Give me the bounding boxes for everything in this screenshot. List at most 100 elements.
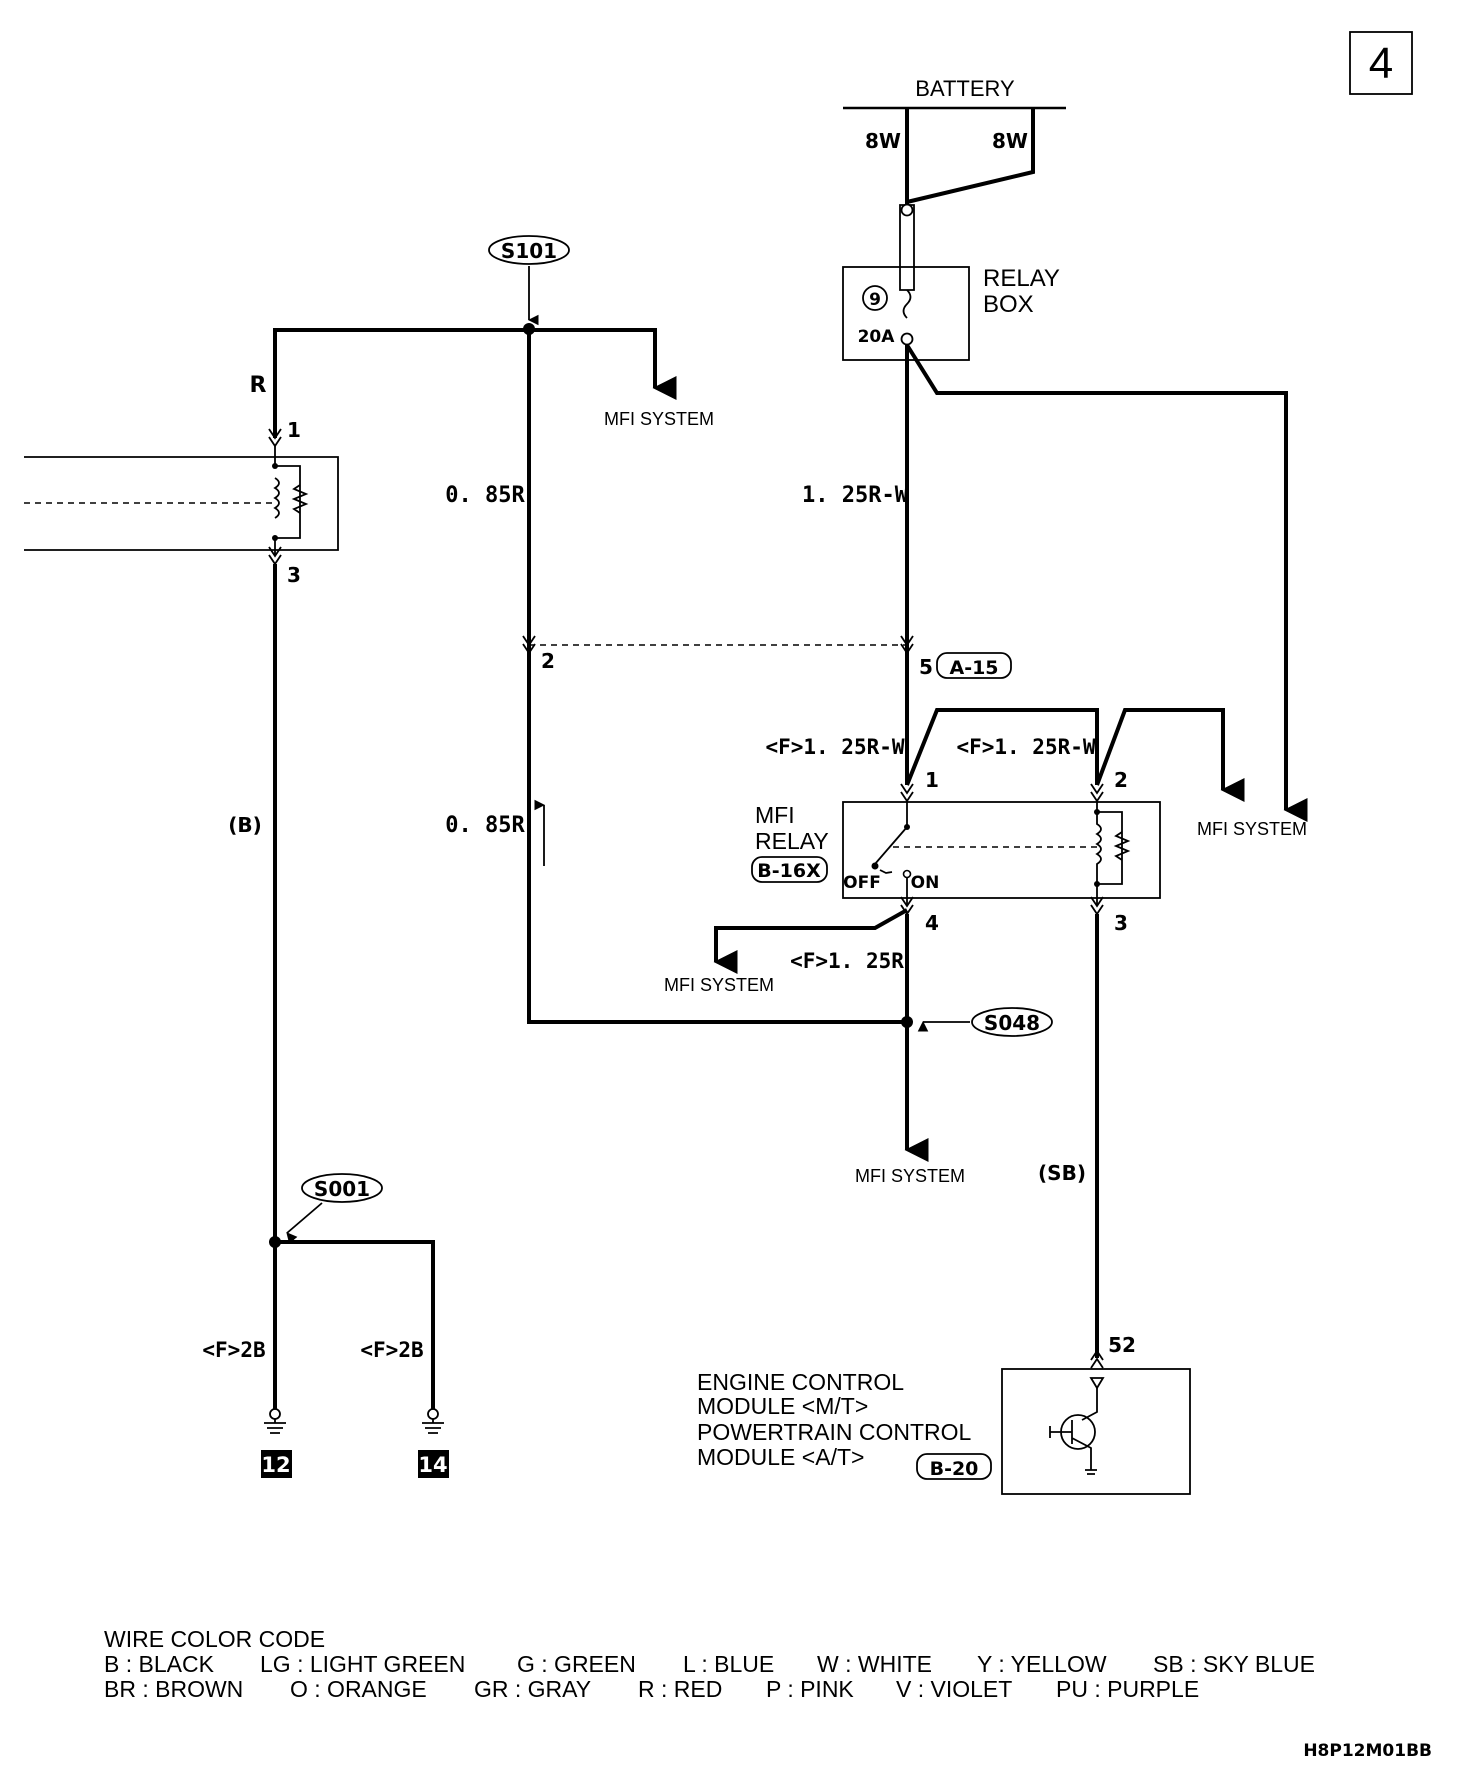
mfi-switch-off-label: OFF	[843, 873, 881, 893]
wire-mfi-pin1-to-pin2	[905, 708, 1099, 786]
mfi-coil-node-top	[1094, 809, 1100, 815]
mfi-relay-label-1: MFI	[755, 802, 795, 828]
ground-12-terminal	[269, 1408, 281, 1420]
left-relay-node-top	[272, 463, 278, 469]
fuse-element	[902, 289, 912, 319]
ground-12-box	[261, 1450, 292, 1478]
mfi-relay-pin-1: 1	[925, 768, 939, 792]
color-code-sky-blue: SB : SKY BLUE	[1153, 1651, 1315, 1677]
ecm-pin-52: 52	[1108, 1333, 1136, 1357]
relay-box-label-2: BOX	[983, 291, 1034, 318]
connector-a15-pin-5: 5	[919, 655, 933, 679]
connector-a15-tag	[936, 652, 1012, 679]
ecm-pin52-connector	[1090, 1349, 1104, 1369]
left-relay-box	[24, 456, 339, 551]
splice-s001-label: S001	[314, 1177, 370, 1201]
color-code-orange: O : ORANGE	[290, 1676, 427, 1702]
mfi-coil-internal	[1096, 801, 1123, 905]
left-relay-resistor	[291, 484, 309, 514]
wire-label-sb: (SB)	[1038, 1161, 1086, 1185]
ecm-label-4: MODULE <A/T>	[697, 1444, 864, 1470]
ecm-transistor-collector	[1081, 1388, 1098, 1421]
wire-label-0-85r-bottom: 0. 85R	[445, 813, 525, 838]
fuse-number: 9	[869, 290, 881, 310]
fuse-rating: 20A	[858, 327, 896, 347]
splice-s048-tag	[971, 1007, 1053, 1037]
mfi-switch-off-contact	[871, 862, 879, 870]
wire-label-f-1-25r: <F>1. 25R	[790, 949, 904, 973]
color-code-green: G : GREEN	[517, 1651, 636, 1677]
color-code-brown: BR : BROWN	[104, 1676, 243, 1702]
wire-label-1-25r-w: 1. 25R-W	[802, 483, 909, 508]
ecm-transistor-ground	[1085, 1469, 1097, 1475]
relay-box-label-1: RELAY	[983, 265, 1060, 292]
ecm-transistor-leads	[1049, 1420, 1092, 1470]
page-number-box	[1349, 31, 1413, 95]
wire-mfi-pin2-to-mfi	[1095, 708, 1245, 802]
connector-b16x-label: B-16X	[757, 860, 821, 882]
color-code-black: B : BLACK	[104, 1651, 215, 1677]
ecm-input-marker	[1089, 1377, 1105, 1390]
color-code-white: W : WHITE	[817, 1651, 932, 1677]
color-code-yellow: Y : YELLOW	[977, 1651, 1107, 1677]
left-relay-pin-3: 3	[287, 563, 301, 587]
drawing-code: H8P12M01BB	[1303, 1741, 1432, 1761]
connector-b20-label: B-20	[930, 1458, 979, 1480]
ecm-box	[1001, 1368, 1191, 1495]
mfi-system-right-2: MFI SYSTEM	[1197, 819, 1307, 839]
color-code-light-green: LG : LIGHT GREEN	[260, 1651, 465, 1677]
mfi-relay-pin-2: 2	[1114, 768, 1128, 792]
wire-pin4-to-mfi	[713, 908, 908, 974]
battery-wire-right: 8W	[992, 129, 1028, 153]
wire-label-f-1-25r-w-left: <F>1. 25R-W	[765, 735, 904, 759]
mfi-relay-pin-3: 3	[1114, 911, 1128, 935]
mfi-switch-off-mark	[879, 869, 893, 874]
fuse-link	[899, 204, 915, 291]
left-relay-node-bottom	[272, 535, 278, 541]
mfi-relay-label-2: RELAY	[755, 828, 829, 854]
wire-0-85r	[527, 329, 907, 1024]
splice-s101-label: S101	[501, 239, 557, 263]
wire-r-top	[273, 328, 677, 438]
mfi-system-top: MFI SYSTEM	[604, 409, 714, 429]
mfi-pin2-connector	[1090, 783, 1104, 803]
splice-s101-tag	[488, 235, 570, 265]
mfi-switch-on-contact	[902, 869, 912, 879]
mfi-coil	[1095, 812, 1102, 884]
color-code-blue: L : BLUE	[683, 1651, 774, 1677]
wire-label-2b-right: <F>2B	[360, 1338, 423, 1362]
connector-a15-label: A-15	[949, 657, 998, 679]
mfi-pin1-connector	[900, 783, 914, 803]
connector-b20-tag	[916, 1453, 992, 1480]
ground-14-label: 14	[418, 1453, 447, 1477]
splice-s048-label: S048	[984, 1011, 1040, 1035]
wire-label-2b-left: <F>2B	[202, 1338, 265, 1362]
mfi-relay-pin-4: 4	[925, 911, 939, 935]
color-code-gray: GR : GRAY	[474, 1676, 591, 1702]
ground-12-symbol	[264, 1419, 286, 1434]
connector-a15-pin-2: 2	[541, 649, 555, 673]
wire-label-f-1-25r-w-right: <F>1. 25R-W	[956, 735, 1095, 759]
mfi-switch-blade	[874, 826, 908, 865]
mfi-system-mid: MFI SYSTEM	[664, 975, 774, 995]
wire-label-r: R	[250, 373, 267, 398]
mfi-switch-on-label: ON	[911, 873, 940, 893]
connector-b16x-tag	[751, 856, 828, 883]
mfi-coil-node-bottom	[1094, 881, 1100, 887]
battery-wire-left: 8W	[865, 129, 901, 153]
splice-s048-dot	[901, 1016, 913, 1028]
battery-wire-right-line	[906, 108, 1035, 204]
wire-fuse-to-mfi	[905, 343, 1308, 822]
left-relay-coil	[273, 477, 280, 519]
mfi-relay-box	[842, 801, 1161, 899]
left-relay-pin-1: 1	[287, 418, 301, 442]
fuse-number-circle	[862, 285, 888, 311]
ground-14-symbol	[422, 1419, 444, 1434]
color-code-pink: P : PINK	[766, 1676, 854, 1702]
ecm-label-1: ENGINE CONTROL	[697, 1369, 904, 1395]
ground-12-label: 12	[261, 1453, 290, 1477]
connector-a15-pin2	[522, 635, 536, 655]
color-code-purple: PU : PURPLE	[1056, 1676, 1199, 1702]
wire-color-code-title: WIRE COLOR CODE	[104, 1626, 325, 1652]
